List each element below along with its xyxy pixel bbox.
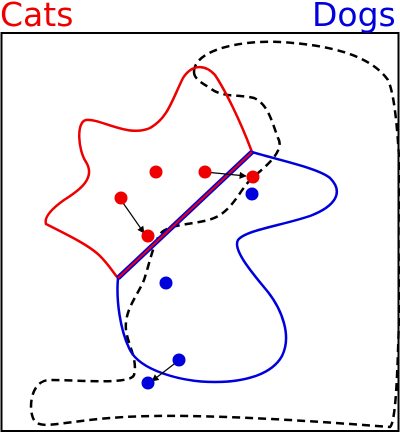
cat-point — [198, 165, 212, 179]
shared-boundary-red — [117, 151, 253, 279]
cat-point — [141, 229, 155, 243]
dogs-label: Dogs — [312, 0, 396, 34]
arrow-cat-right — [204, 171, 247, 179]
cat-point — [246, 170, 260, 184]
arrow-dog-bottom — [151, 360, 179, 382]
dog-point — [141, 376, 155, 390]
cats-label: Cats — [0, 0, 73, 34]
dogs-region — [116, 150, 338, 384]
diagram-frame — [0, 32, 400, 432]
cats-region — [44, 65, 254, 280]
dashed-decision-boundary — [29, 40, 400, 429]
dog-point — [245, 187, 259, 201]
dog-point — [159, 276, 173, 290]
cat-point — [149, 165, 163, 179]
arrow-cat-left — [120, 199, 145, 234]
dog-point — [172, 353, 186, 367]
cat-point — [114, 191, 128, 205]
